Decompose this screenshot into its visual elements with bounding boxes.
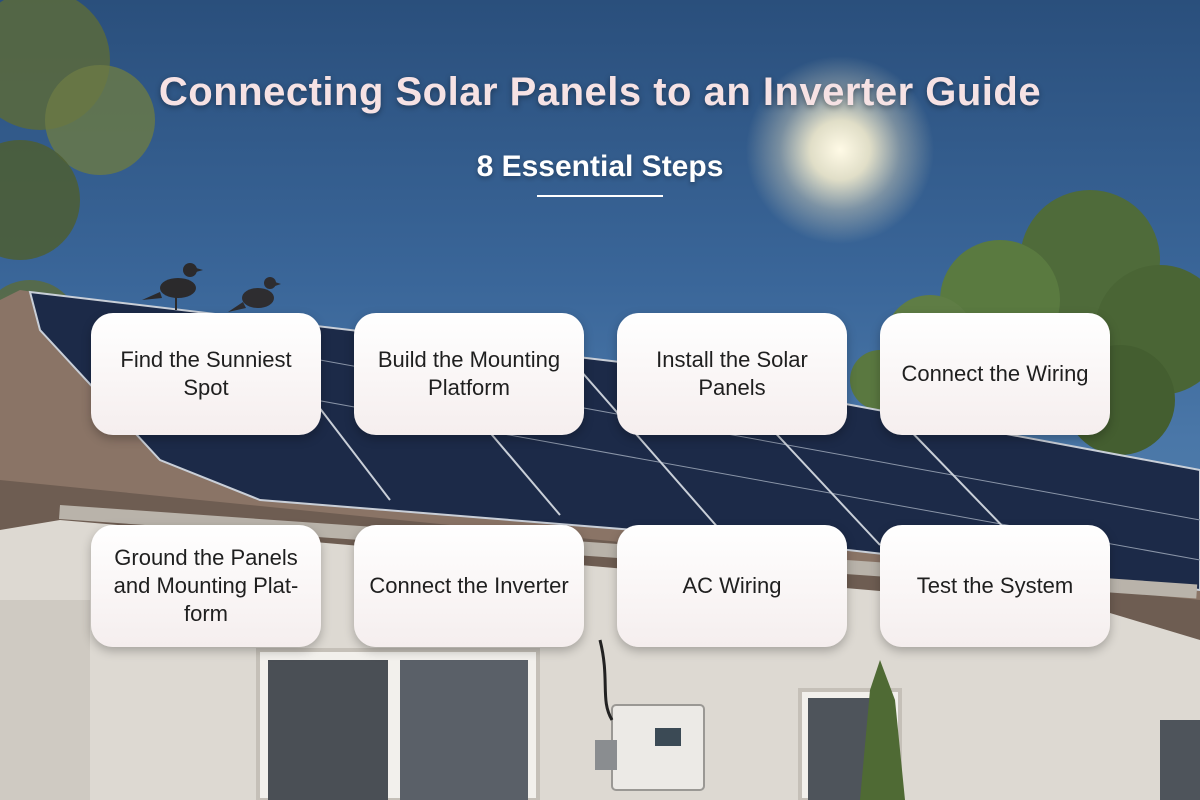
inverter-icon xyxy=(595,639,705,791)
bird-icon xyxy=(228,277,281,312)
sun-icon xyxy=(745,55,935,245)
page-title: Connecting Solar Panels to an Inverter G… xyxy=(158,70,1042,114)
tree-icon xyxy=(860,660,905,800)
step-label: Connect the Wiring xyxy=(901,361,1089,386)
step-label: Test the System xyxy=(916,573,1074,598)
step-card-1: Find the Sunniest Spot xyxy=(91,313,321,435)
step-label: Install the Solar Panels xyxy=(656,347,808,400)
window-icon xyxy=(256,648,540,800)
bird-icon xyxy=(142,263,203,310)
page-subtitle: 8 Essential Steps xyxy=(476,150,724,183)
step-card-5: Ground the Panels and Mounting Plat-form xyxy=(91,525,321,647)
step-label: AC Wiring xyxy=(682,573,782,598)
step-card-8: Test the System xyxy=(880,525,1110,647)
step-label: Ground the Panels and Mounting Plat-form xyxy=(113,545,299,626)
step-card-3: Install the Solar Panels xyxy=(617,313,847,435)
step-label: Connect the Inverter xyxy=(369,573,569,598)
step-label: Build the Mounting Platform xyxy=(377,347,561,400)
step-card-6: Connect the Inverter xyxy=(354,525,584,647)
step-card-2: Build the Mounting Platform xyxy=(354,313,584,435)
step-card-4: Connect the Wiring xyxy=(880,313,1110,435)
step-card-7: AC Wiring xyxy=(617,525,847,647)
step-label: Find the Sunniest Spot xyxy=(120,347,292,400)
subtitle-underline xyxy=(537,195,663,197)
